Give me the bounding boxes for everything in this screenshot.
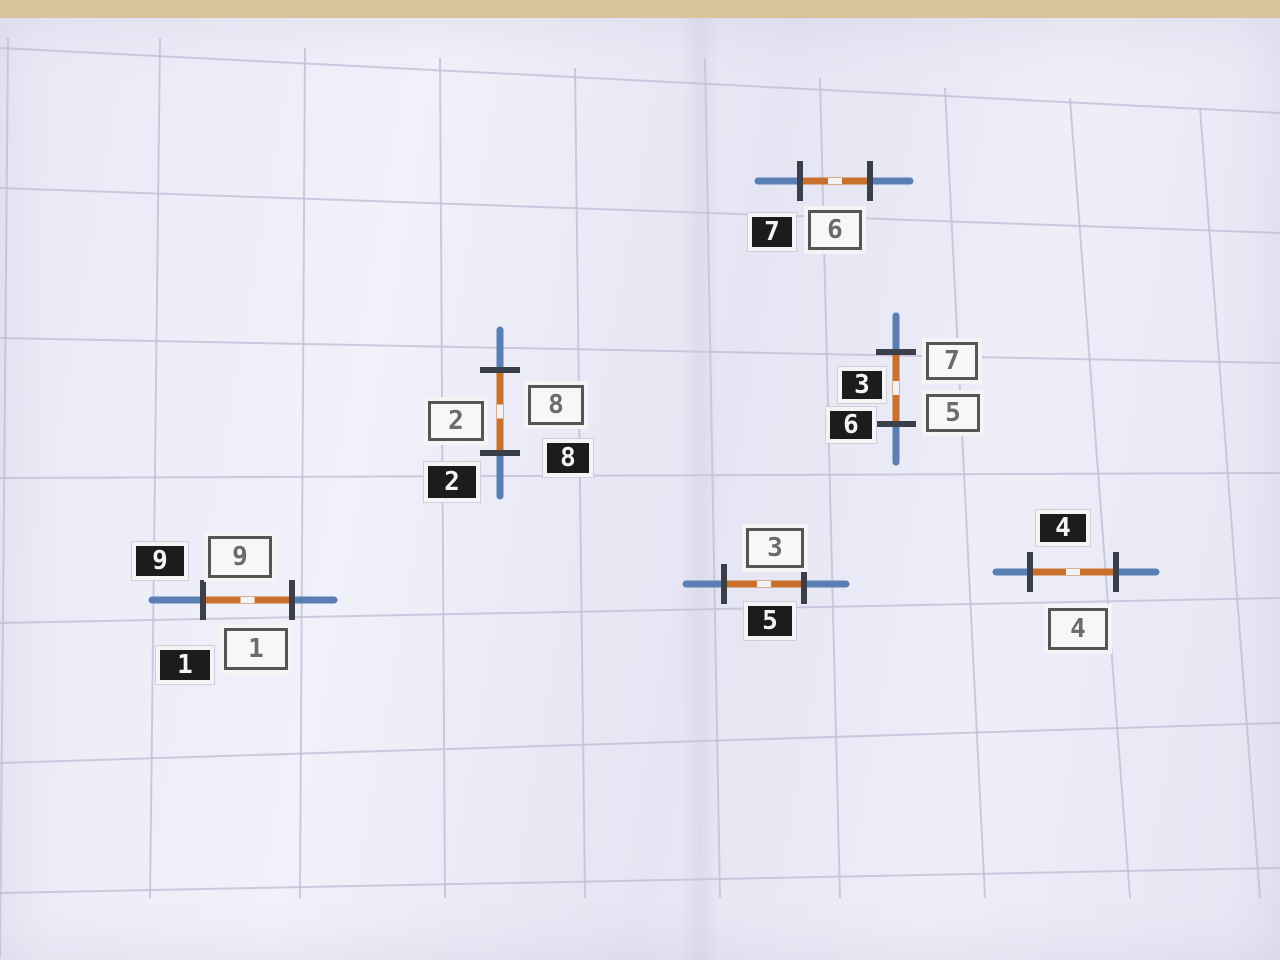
grid-line bbox=[1069, 97, 1131, 899]
grid-line bbox=[299, 47, 306, 899]
label-light-7-right: 7 bbox=[922, 338, 982, 384]
label-light-9-left: 9 bbox=[204, 532, 276, 582]
grid-line bbox=[0, 472, 1280, 479]
grid-line bbox=[574, 67, 586, 899]
label-dark-2-center: 2 bbox=[423, 461, 481, 503]
label-light-2-center: 2 bbox=[424, 397, 488, 445]
paper-fold-crease bbox=[680, 18, 720, 960]
grid-line bbox=[0, 597, 1280, 624]
grid-line bbox=[704, 57, 721, 899]
grid-line bbox=[0, 722, 1280, 764]
grid-line bbox=[944, 87, 986, 899]
label-light-8-center: 8 bbox=[524, 381, 588, 429]
label-dark-8-center: 8 bbox=[542, 438, 594, 478]
label-dark-5-bottom: 5 bbox=[743, 601, 797, 641]
label-light-4-right: 4 bbox=[1044, 604, 1112, 654]
bar-far-right-center-mark bbox=[1066, 569, 1080, 575]
bar-top-center-mark bbox=[828, 178, 842, 184]
label-dark-6-right: 6 bbox=[825, 406, 877, 444]
label-light-6-top: 6 bbox=[804, 206, 866, 254]
label-dark-7-top: 7 bbox=[747, 212, 797, 252]
label-dark-9-left: 9 bbox=[131, 541, 189, 581]
bar-bottom-center-mark bbox=[757, 581, 771, 587]
printed-paper-sheet: 7 6 2 8 2 8 3 7 6 5 9 9 1 1 3 5 4 4 bbox=[0, 18, 1280, 960]
grid-line bbox=[0, 37, 9, 959]
grid-line bbox=[0, 337, 1280, 364]
label-light-5-right: 5 bbox=[922, 390, 984, 436]
bar-markers-layer bbox=[148, 161, 1160, 620]
bar-right-center-mark bbox=[893, 381, 899, 395]
bar-left-center-mark bbox=[240, 597, 255, 603]
label-light-1-left: 1 bbox=[220, 624, 292, 674]
grid-line bbox=[0, 187, 1280, 234]
grid-line bbox=[1199, 107, 1261, 899]
label-light-3-bottom: 3 bbox=[742, 524, 808, 572]
label-dark-1-left: 1 bbox=[155, 645, 215, 685]
grid-line bbox=[149, 37, 161, 899]
grid-line bbox=[0, 867, 1280, 894]
label-dark-3-right: 3 bbox=[837, 366, 887, 404]
grid-lines bbox=[0, 37, 1280, 959]
label-dark-4-right: 4 bbox=[1035, 509, 1091, 547]
grid-line bbox=[0, 47, 1280, 114]
bar-center-center-mark bbox=[497, 404, 503, 419]
